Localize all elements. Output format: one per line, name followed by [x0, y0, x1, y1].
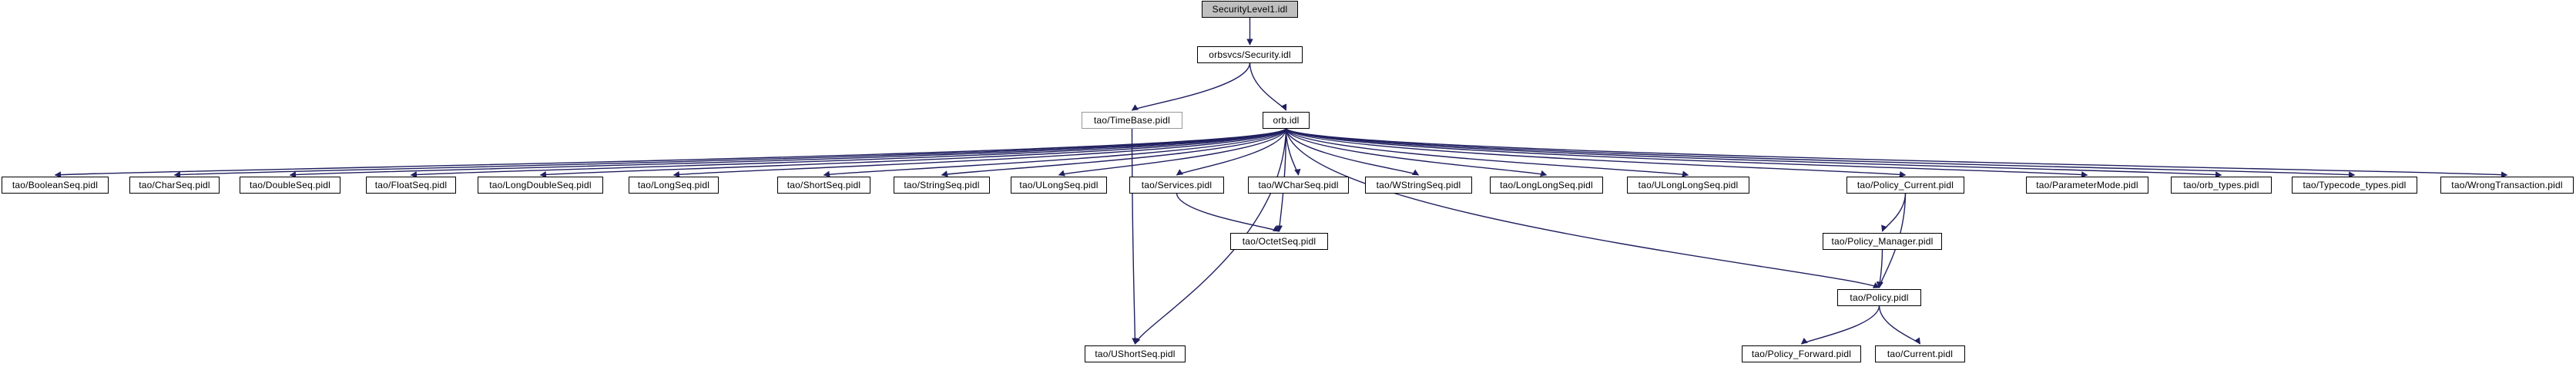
graph-edge-orb_idl-to-charseq [173, 128, 1287, 178]
graph-node-label: tao/DoubleSeq.pidl [249, 180, 330, 190]
graph-edge-orb_idl-to-floatseq [410, 128, 1287, 178]
graph-node-wcharseq[interactable]: tao/WCharSeq.pidl [1248, 177, 1349, 194]
graph-node-policy[interactable]: tao/Policy.pidl [1837, 289, 1921, 306]
graph-node-label: tao/LongSeq.pidl [637, 180, 710, 190]
graph-edge-orb_idl-to-longdoubleseq [539, 128, 1287, 178]
graph-node-label: tao/BooleanSeq.pidl [12, 180, 99, 190]
graph-node-label: orbsvcs/Security.idl [1209, 49, 1291, 60]
graph-node-label: tao/Services.pidl [1141, 180, 1213, 190]
graph-node-label: tao/LongDoubleSeq.pidl [489, 180, 592, 190]
graph-node-longseq[interactable]: tao/LongSeq.pidl [629, 177, 719, 194]
graph-node-policy_manager[interactable]: tao/Policy_Manager.pidl [1823, 233, 1942, 250]
graph-node-octetseq[interactable]: tao/OctetSeq.pidl [1230, 233, 1328, 250]
graph-node-charseq[interactable]: tao/CharSeq.pidl [129, 177, 220, 194]
graph-node-label: tao/Policy_Current.pidl [1857, 180, 1954, 190]
graph-node-ulongseq[interactable]: tao/ULongSeq.pidl [1011, 177, 1107, 194]
graph-edge-orb_idl-to-longlongseq [1285, 128, 1548, 177]
graph-node-label: tao/ParameterMode.pidl [2036, 180, 2138, 190]
graph-node-policy_forward[interactable]: tao/Policy_Forward.pidl [1742, 345, 1861, 362]
graph-edge-orbsvcs_security-to-orb_idl [1249, 62, 1287, 111]
graph-node-orbsvcs_security[interactable]: orbsvcs/Security.idl [1197, 46, 1303, 63]
graph-node-stringseq[interactable]: tao/StringSeq.pidl [894, 177, 990, 194]
graph-node-tao_timebase[interactable]: tao/TimeBase.pidl [1082, 112, 1182, 129]
graph-node-label: tao/Current.pidl [1887, 349, 1954, 359]
graph-node-booleanseq[interactable]: tao/BooleanSeq.pidl [2, 177, 109, 194]
graph-node-typecode_types[interactable]: tao/Typecode_types.pidl [2292, 177, 2417, 194]
graph-node-label: tao/Policy_Manager.pidl [1831, 236, 1934, 247]
graph-edge-policy_current-to-policy_manager [1881, 193, 1907, 232]
graph-edge-orb_idl-to-typecode_types [1285, 128, 2356, 178]
graph-node-orb_idl[interactable]: orb.idl [1263, 112, 1310, 129]
graph-edge-orb_idl-to-wcharseq [1285, 128, 1301, 176]
graph-node-label: tao/Policy.pidl [1850, 292, 1909, 303]
graph-node-current[interactable]: tao/Current.pidl [1875, 345, 1965, 362]
graph-edge-policy-to-policy_forward [1800, 305, 1880, 345]
graph-node-label: tao/UShortSeq.pidl [1095, 349, 1176, 359]
graph-node-securitylevel1[interactable]: SecurityLevel1.idl [1202, 1, 1298, 18]
graph-node-label: tao/ULongSeq.pidl [1019, 180, 1098, 190]
graph-node-floatseq[interactable]: tao/FloatSeq.pidl [366, 177, 456, 194]
graph-node-label: tao/Typecode_types.pidl [2303, 180, 2407, 190]
graph-node-ushortseq[interactable]: tao/UShortSeq.pidl [1085, 345, 1186, 362]
graph-edge-policy_manager-to-policy [1876, 249, 1883, 288]
graph-edge-orb_idl-to-wstringseq [1285, 128, 1420, 176]
graph-edge-orb_idl-to-policy_current [1285, 128, 1907, 178]
graph-node-parametermode[interactable]: tao/ParameterMode.pidl [2026, 177, 2148, 194]
graph-edge-orb_idl-to-parametermode [1285, 128, 2088, 178]
graph-edge-orb_idl-to-orb_types [1285, 128, 2222, 178]
graph-node-label: orb.idl [1273, 115, 1300, 126]
graph-node-label: tao/WCharSeq.pidl [1258, 180, 1339, 190]
graph-edge-orb_idl-to-booleanseq [54, 128, 1286, 178]
graph-edge-services-to-octetseq [1176, 193, 1280, 232]
graph-node-services[interactable]: tao/Services.pidl [1129, 177, 1224, 194]
graph-node-label: SecurityLevel1.idl [1212, 4, 1288, 15]
graph-edge-tao_timebase-to-ushortseq [1131, 128, 1139, 345]
graph-edge-orb_idl-to-doubleseq [289, 128, 1287, 178]
graph-node-label: tao/ULongLongSeq.pidl [1638, 180, 1739, 190]
graph-node-label: tao/WStringSeq.pidl [1376, 180, 1461, 190]
graph-node-label: tao/WrongTransaction.pidl [2451, 180, 2563, 190]
graph-node-label: tao/StringSeq.pidl [904, 180, 980, 190]
graph-node-longlongseq[interactable]: tao/LongLongSeq.pidl [1490, 177, 1603, 194]
graph-node-ulonglongseq[interactable]: tao/ULongLongSeq.pidl [1627, 177, 1749, 194]
graph-node-orb_types[interactable]: tao/orb_types.pidl [2171, 177, 2272, 194]
graph-edge-orbsvcs_security-to-tao_timebase [1131, 62, 1251, 111]
graph-edge-orb_idl-to-stringseq [941, 128, 1287, 177]
graph-node-label: tao/Policy_Forward.pidl [1751, 349, 1852, 359]
graph-node-wrongtransaction[interactable]: tao/WrongTransaction.pidl [2440, 177, 2574, 194]
graph-node-doubleseq[interactable]: tao/DoubleSeq.pidl [240, 177, 340, 194]
graph-node-label: tao/orb_types.pidl [2183, 180, 2259, 190]
graph-edge-orb_idl-to-shortseq [823, 128, 1287, 177]
graph-edge-orb_idl-to-ulongseq [1058, 128, 1287, 177]
graph-edge-policy-to-current [1878, 305, 1921, 345]
graph-node-label: tao/ShortSeq.pidl [787, 180, 861, 190]
graph-edge-orb_idl-to-wrongtransaction [1286, 128, 2508, 178]
graph-node-label: tao/OctetSeq.pidl [1242, 236, 1317, 247]
graph-node-label: tao/TimeBase.pidl [1093, 115, 1170, 126]
graph-edge-orb_idl-to-longseq [673, 128, 1287, 178]
graph-edge-orb_idl-to-policy [1285, 128, 1880, 288]
graph-edge-orb_idl-to-services [1176, 128, 1287, 176]
graph-node-label: tao/CharSeq.pidl [139, 180, 210, 190]
graph-edge-orb_idl-to-ulonglongseq [1285, 128, 1689, 177]
graph-node-wstringseq[interactable]: tao/WStringSeq.pidl [1365, 177, 1472, 194]
graph-node-label: tao/LongLongSeq.pidl [1500, 180, 1593, 190]
graph-node-longdoubleseq[interactable]: tao/LongDoubleSeq.pidl [478, 177, 603, 194]
graph-node-shortseq[interactable]: tao/ShortSeq.pidl [777, 177, 870, 194]
graph-node-policy_current[interactable]: tao/Policy_Current.pidl [1846, 177, 1964, 194]
graph-node-label: tao/FloatSeq.pidl [374, 180, 448, 190]
